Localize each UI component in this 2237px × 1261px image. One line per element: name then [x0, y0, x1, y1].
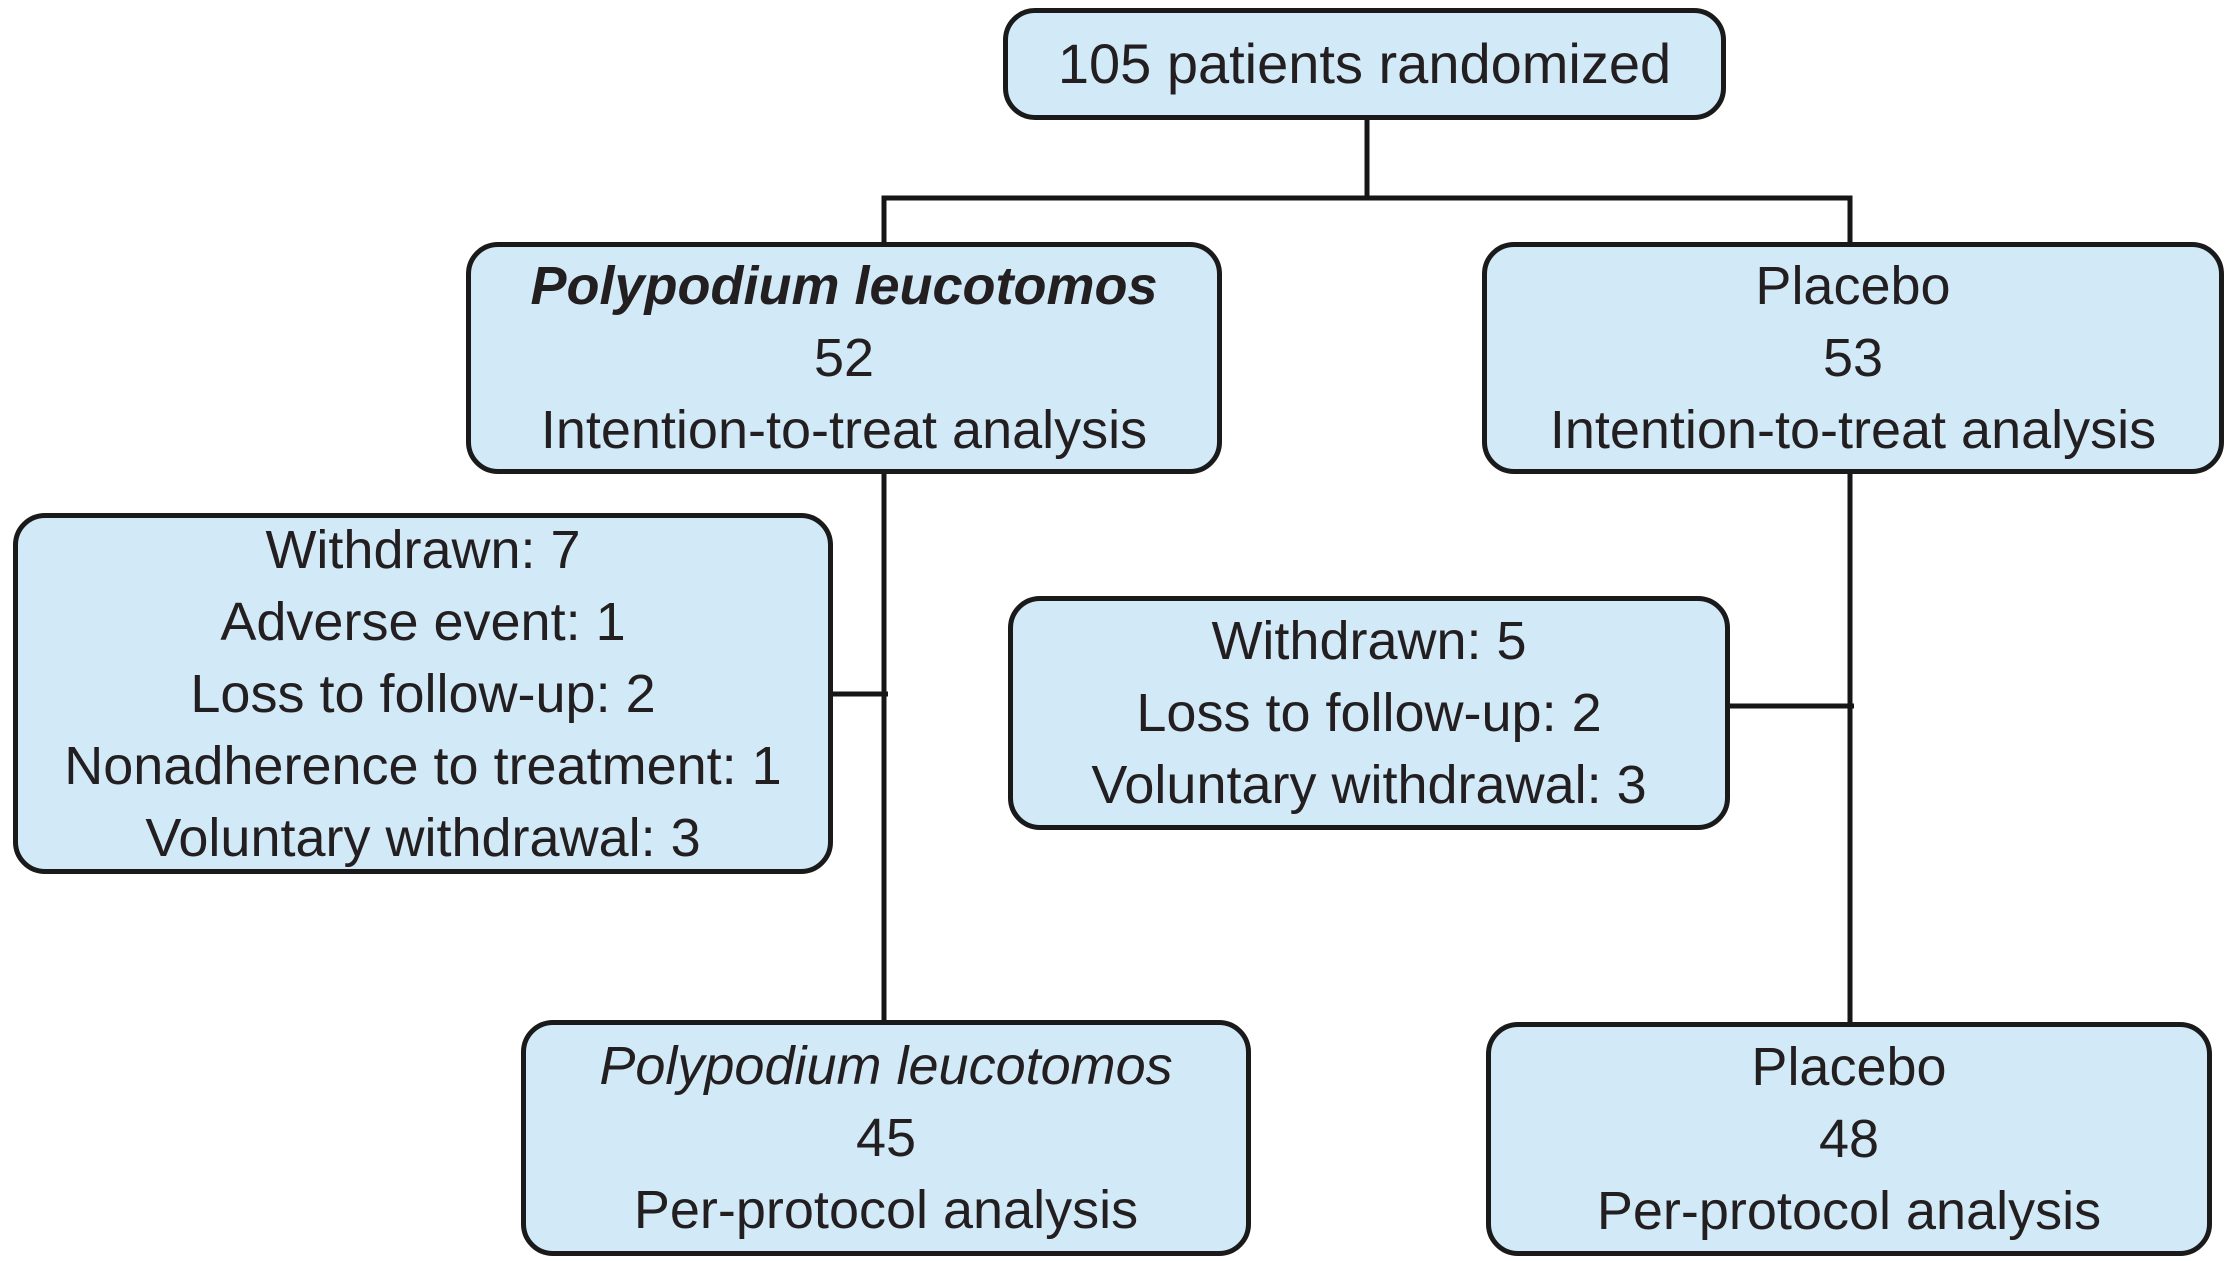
withdrawn-polypodium-box: Withdrawn: 7 Adverse event: 1 Loss to fo…: [13, 513, 833, 874]
withdrawn-placebo-line: Withdrawn: 5: [1211, 611, 1527, 671]
itt-polypodium-analysis: Intention-to-treat analysis: [540, 400, 1148, 460]
itt-placebo-analysis: Intention-to-treat analysis: [1549, 400, 2157, 460]
per-protocol-polypodium-title: Polypodium leucotomos: [599, 1036, 1173, 1096]
itt-polypodium-count: 52: [813, 328, 875, 388]
withdrawn-polypodium-line: Withdrawn: 7: [265, 519, 581, 580]
withdrawn-polypodium-line: Adverse event: 1: [220, 591, 626, 652]
randomized-box: 105 patients randomized: [1003, 8, 1726, 120]
itt-placebo-count: 53: [1822, 328, 1884, 388]
withdrawn-placebo-line: Voluntary withdrawal: 3: [1091, 755, 1647, 815]
itt-polypodium-title: Polypodium leucotomos: [530, 256, 1158, 316]
withdrawn-polypodium-line: Nonadherence to treatment: 1: [64, 735, 782, 796]
randomized-label: 105 patients randomized: [1057, 32, 1672, 95]
withdrawn-placebo-box: Withdrawn: 5 Loss to follow-up: 2 Volunt…: [1008, 596, 1730, 830]
per-protocol-polypodium-count: 45: [855, 1108, 917, 1168]
per-protocol-placebo-title: Placebo: [1751, 1037, 1947, 1097]
per-protocol-polypodium-analysis: Per-protocol analysis: [633, 1180, 1139, 1240]
withdrawn-polypodium-line: Loss to follow-up: 2: [190, 663, 656, 724]
itt-polypodium-box: Polypodium leucotomos 52 Intention-to-tr…: [466, 242, 1222, 474]
itt-placebo-title: Placebo: [1755, 256, 1951, 316]
per-protocol-placebo-box: Placebo 48 Per-protocol analysis: [1486, 1022, 2212, 1256]
per-protocol-placebo-analysis: Per-protocol analysis: [1596, 1181, 2102, 1241]
per-protocol-placebo-count: 48: [1818, 1109, 1880, 1169]
itt-placebo-box: Placebo 53 Intention-to-treat analysis: [1482, 242, 2224, 474]
withdrawn-polypodium-line: Voluntary withdrawal: 3: [145, 807, 701, 868]
withdrawn-placebo-line: Loss to follow-up: 2: [1136, 683, 1602, 743]
per-protocol-polypodium-box: Polypodium leucotomos 45 Per-protocol an…: [521, 1020, 1251, 1256]
